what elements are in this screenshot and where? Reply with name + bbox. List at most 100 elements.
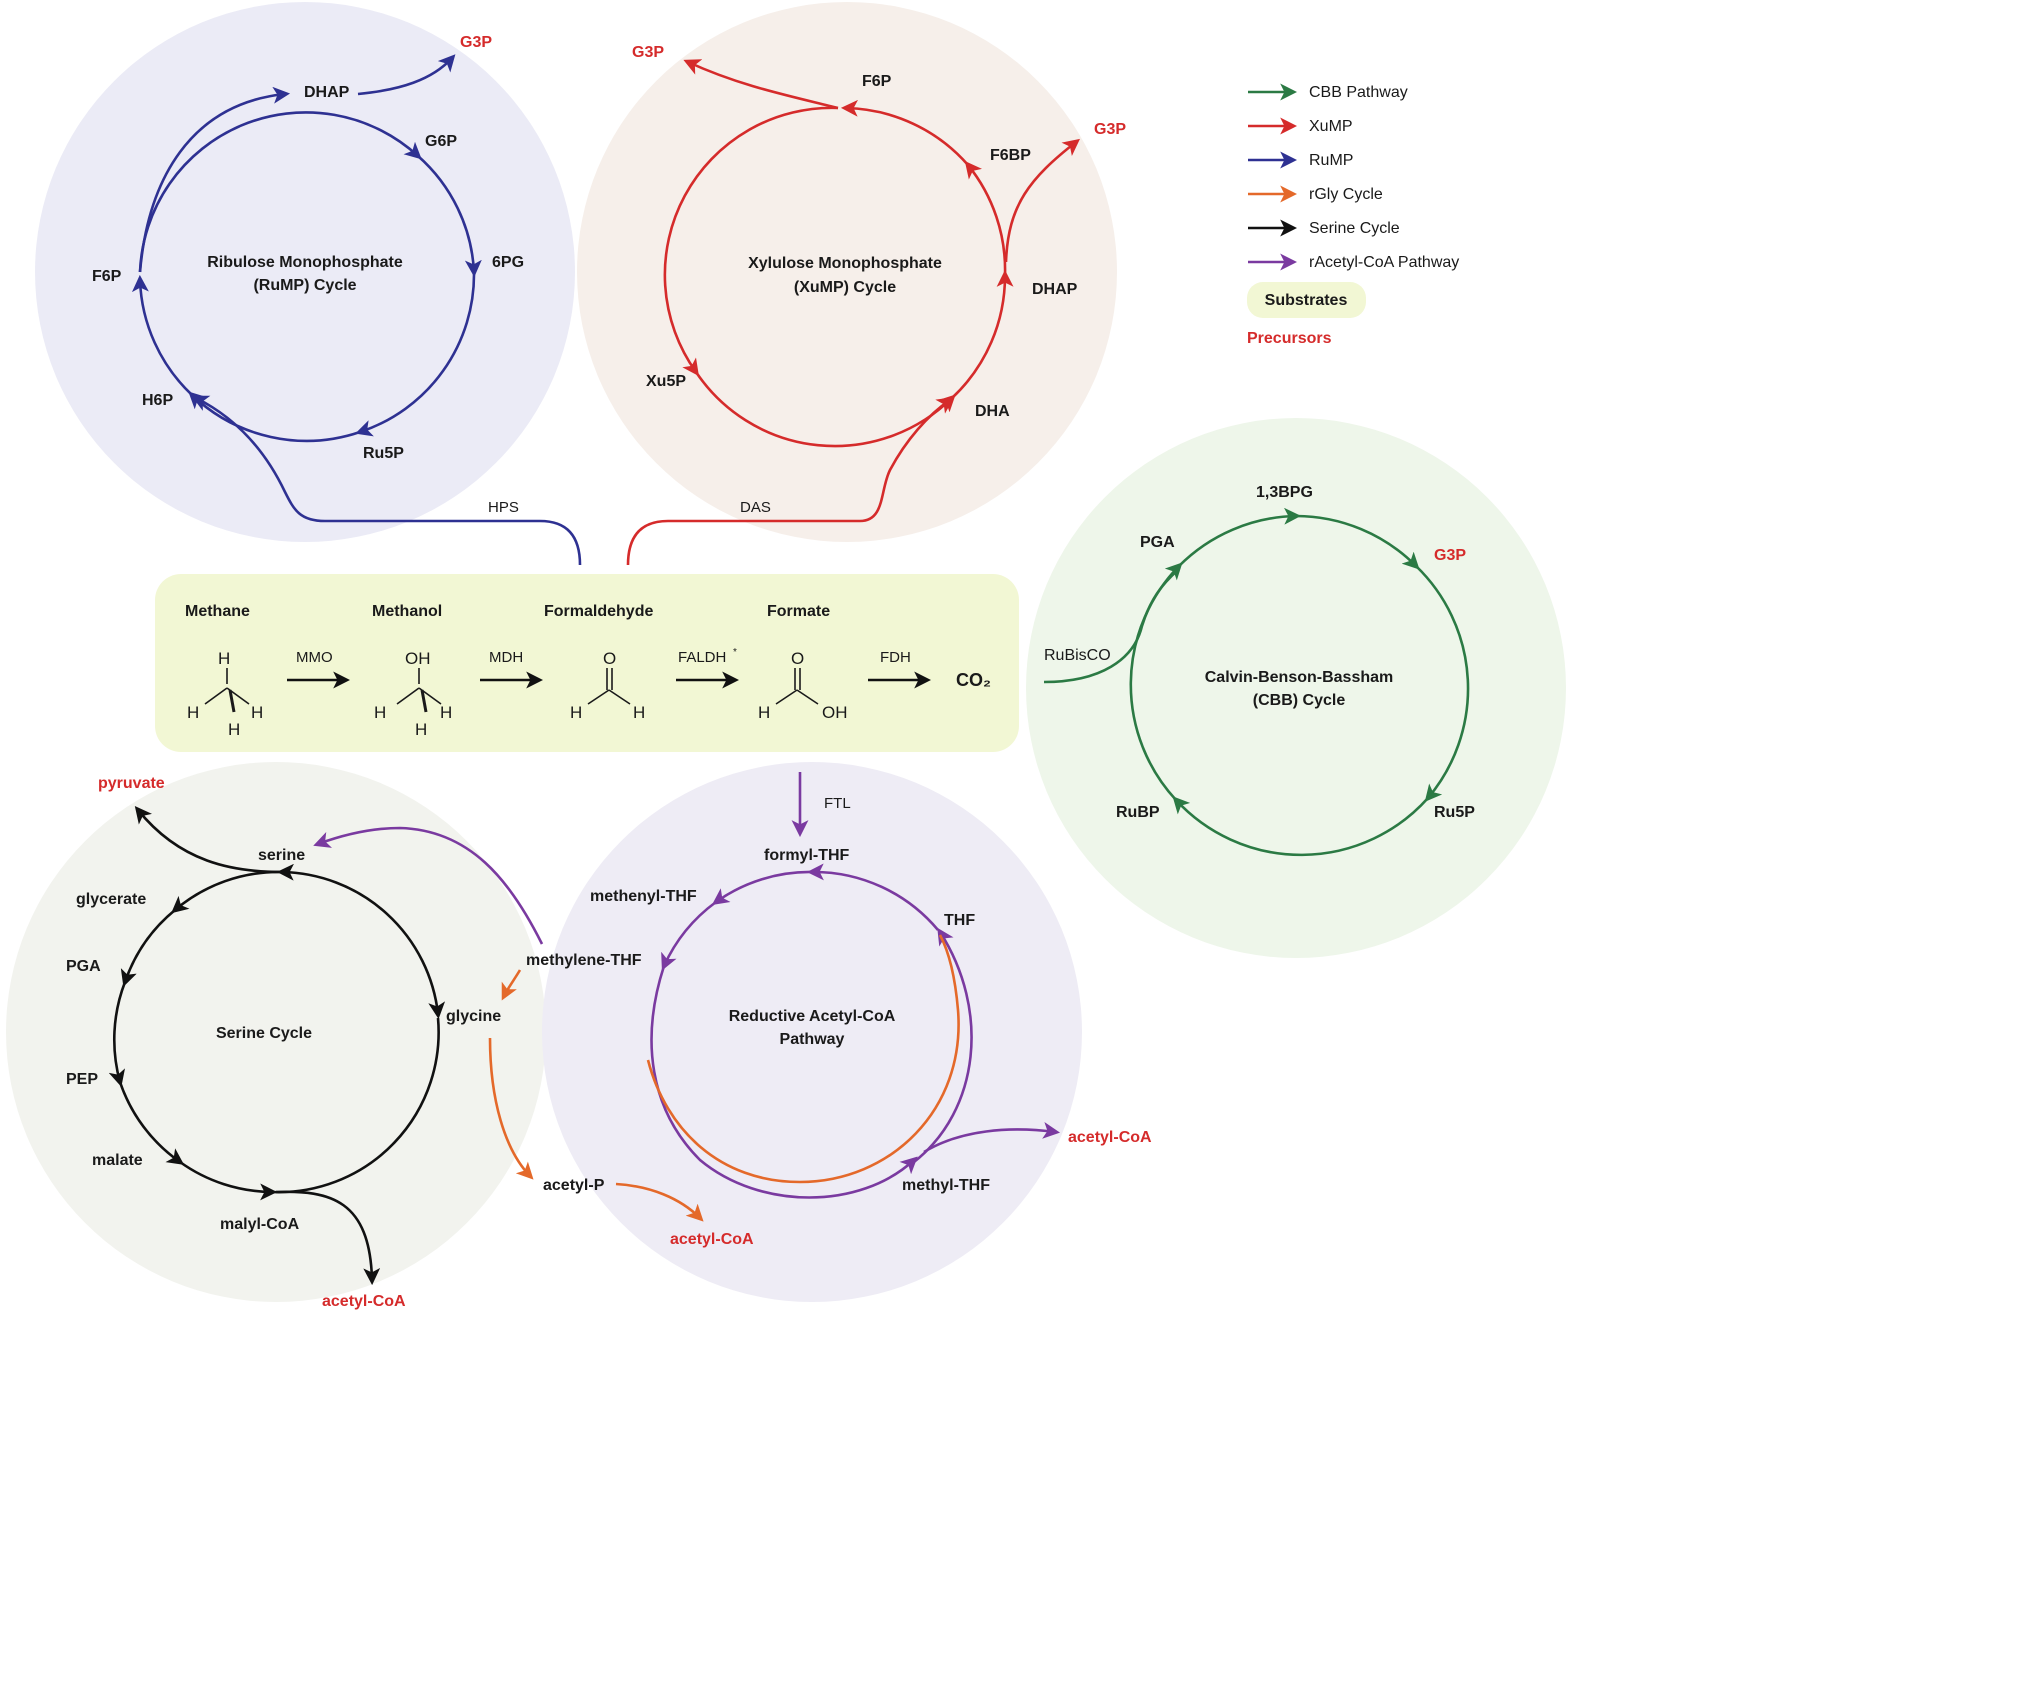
racetyl-background <box>542 762 1082 1302</box>
rump-ru5p: Ru5P <box>363 445 404 462</box>
rump-enzyme-hps: HPS <box>488 499 519 516</box>
xump-arc-dha-dhap <box>951 269 1014 399</box>
svg-text:H: H <box>570 703 582 722</box>
serine-acetylcoa: acetyl-CoA <box>322 1293 406 1310</box>
legend-label-rgly: rGly Cycle <box>1309 186 1383 203</box>
rump-cycle <box>131 54 582 566</box>
methanol-structure: OH H H H <box>374 649 452 739</box>
cbb-g3p: G3P <box>1434 547 1466 564</box>
cbb-bpg: 1,3BPG <box>1256 484 1313 501</box>
serine-to-pyruvate <box>134 806 283 874</box>
legend-precursors: Precursors <box>1247 330 1332 347</box>
product-co2: CO₂ <box>956 670 991 690</box>
racetyl-formylthf: formyl-THF <box>764 847 850 864</box>
rump-h6p: H6P <box>142 392 173 409</box>
svg-text:H: H <box>374 703 386 722</box>
rump-dhap-to-g3p <box>357 54 456 96</box>
cbb-arc-ru5p-rubp <box>1172 796 1429 857</box>
methane-structure: H H H H <box>187 649 263 739</box>
rump-f6p: F6P <box>92 268 122 285</box>
racetyl-thf: THF <box>944 912 975 929</box>
enzyme-faldh: FALDH <box>678 649 726 666</box>
svg-text:O: O <box>603 649 616 668</box>
legend-label-serine: Serine Cycle <box>1309 220 1400 237</box>
xump-arc-f6p-xu5p <box>663 106 839 377</box>
xump-title-line1: Xylulose Monophosphate <box>748 255 942 272</box>
xump-dhap-to-g3p <box>1004 138 1080 263</box>
legend-label-cbb: CBB Pathway <box>1309 84 1408 101</box>
serine-arc-malyl-glycine <box>271 1017 440 1194</box>
serine-title: Serine Cycle <box>216 1025 312 1042</box>
xump-g3p-left: G3P <box>632 44 664 61</box>
racetyl-arc-thf-formyl <box>806 863 939 931</box>
cbb-arc-pga-bpg <box>1178 507 1302 567</box>
xump-background <box>577 2 1117 542</box>
xump-enzyme-das: DAS <box>740 499 771 516</box>
racetyl-arc-methylene-methyl <box>650 965 918 1199</box>
rump-title-line1: Ribulose Monophosphate <box>207 254 403 271</box>
formaldehyde-structure: O H H <box>570 649 645 722</box>
cbb-ru5p: Ru5P <box>1434 804 1475 821</box>
rump-arc-f6p-g6p <box>138 111 422 273</box>
cbb-title-line1: Calvin-Benson-Bassham <box>1205 669 1394 686</box>
cbb-rubp: RuBP <box>1116 804 1160 821</box>
racetyl-methenylthf: methenyl-THF <box>590 888 697 905</box>
serine-arc-malate-malyl <box>179 1160 278 1201</box>
malyl-to-acetylcoa <box>275 1190 381 1286</box>
rgly-inner-arc <box>646 934 960 1184</box>
svg-text:H: H <box>415 720 427 739</box>
rump-g6p: G6P <box>425 133 457 150</box>
rump-arc-6pg-ru5p <box>355 271 476 437</box>
xump-f6p-to-g3p <box>683 59 839 110</box>
xump-dha: DHA <box>975 403 1010 420</box>
rump-g3p: G3P <box>460 34 492 51</box>
enzyme-mdh: MDH <box>489 649 523 666</box>
xump-arc-f6bp-f6p <box>840 99 969 166</box>
rump-arc-h6p-f6p <box>131 274 193 396</box>
racetyl-methylenethf: methylene-THF <box>526 952 642 969</box>
legend-substrates: Substrates <box>1265 292 1348 309</box>
serine-cycle <box>108 806 446 1286</box>
racetyl-title-line1: Reductive Acetyl-CoA <box>729 1008 896 1025</box>
rgly-glycine-to-acetylp <box>488 1037 534 1180</box>
racetyl-methyl-to-thf <box>913 927 973 1164</box>
svg-text:H: H <box>218 649 230 668</box>
substrate-formaldehyde: Formaldehyde <box>544 603 653 620</box>
racetyl-acetylp: acetyl-P <box>543 1177 605 1194</box>
serine-arc-glycine-serine <box>276 863 446 1020</box>
xump-dhap: DHAP <box>1032 281 1078 298</box>
xump-title-line2: (XuMP) Cycle <box>794 279 896 296</box>
svg-text:H: H <box>251 703 263 722</box>
substrates-panel <box>155 574 1019 752</box>
legend-label-xump: XuMP <box>1309 118 1353 135</box>
svg-text:H: H <box>187 703 199 722</box>
cbb-arc-g3p-ru5p <box>1415 565 1470 802</box>
rump-f6p-to-dhap <box>138 86 291 273</box>
rgly-methylene-to-glycine <box>501 969 522 1001</box>
cbb-cycle <box>1043 507 1470 857</box>
cbb-rubisco-entry <box>1043 569 1179 684</box>
svg-text:H: H <box>758 703 770 722</box>
racetyl-pathway <box>313 772 1061 1222</box>
racetyl-methyl-to-acetylcoa <box>923 1122 1061 1154</box>
cbb-arc-bpg-g3p <box>1295 514 1420 570</box>
racetyl-methylene-to-serine <box>313 826 544 945</box>
rgly-acetylp-to-acetylcoa <box>615 1182 704 1222</box>
serine-malylcoa: malyl-CoA <box>220 1216 300 1233</box>
svg-text:H: H <box>228 720 240 739</box>
substrate-methanol: Methanol <box>372 603 442 620</box>
enzyme-fdh: FDH <box>880 649 911 666</box>
enzyme-faldh-asterisk: * <box>733 647 737 658</box>
xump-g3p-right: G3P <box>1094 121 1126 138</box>
legend-label-rump: RuMP <box>1309 152 1353 169</box>
svg-text:H: H <box>440 703 452 722</box>
svg-text:O: O <box>791 649 804 668</box>
serine-glycine: glycine <box>446 1008 501 1025</box>
methylotrophy-pathways-diagram: G3P DHAP G6P 6PG F6P H6P Ru5P Ribulose M… <box>6 2 1566 1310</box>
serine-glycerate: glycerate <box>76 891 146 908</box>
racetyl-ftl: FTL <box>824 795 851 812</box>
substrate-methane: Methane <box>185 603 250 620</box>
substrate-formate: Formate <box>767 603 830 620</box>
legend-label-racetyl: rAcetyl-CoA Pathway <box>1309 254 1459 271</box>
serine-arc-pep-malate <box>118 1081 185 1165</box>
